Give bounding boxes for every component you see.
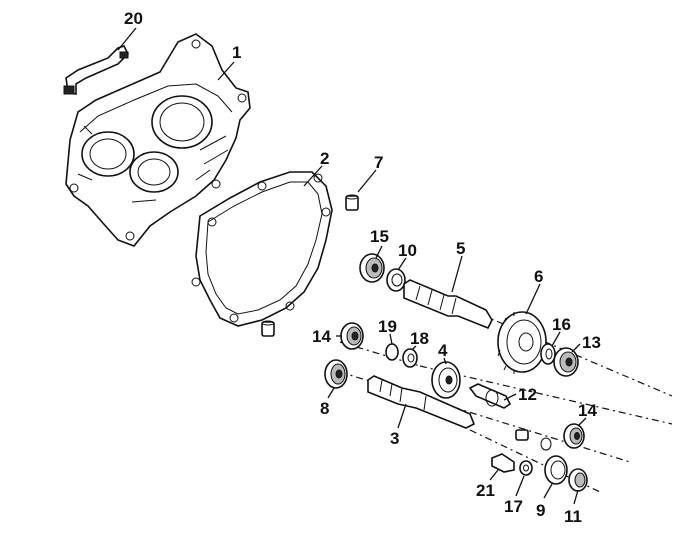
circlip-20 xyxy=(385,343,399,361)
callout-11: 11 xyxy=(564,507,582,526)
callout-21: 21 xyxy=(476,481,495,500)
callout-15: 15 xyxy=(370,227,389,246)
bearing-15 xyxy=(359,253,385,283)
callout-7: 7 xyxy=(374,153,383,172)
callout-8: 8 xyxy=(320,399,329,418)
plug-small xyxy=(515,429,552,451)
transmission-housing xyxy=(65,33,251,247)
callout-3: 3 xyxy=(390,429,399,448)
callout-20: 19 xyxy=(378,317,397,336)
dowel-pin-lower xyxy=(261,320,275,337)
bearing-8 xyxy=(324,359,348,389)
pinion-12 xyxy=(468,383,512,409)
bolt-21 xyxy=(491,453,515,473)
callout-1: 1 xyxy=(232,43,241,62)
callout-13: 13 xyxy=(582,333,601,352)
callout-6: 6 xyxy=(534,267,543,286)
callout-14-right: 14 xyxy=(578,401,597,420)
large-gear xyxy=(497,311,547,374)
breather-hose xyxy=(63,45,129,96)
callout-2: 2 xyxy=(320,149,329,168)
callout-19: 18 xyxy=(410,329,429,348)
bearing-11 xyxy=(568,468,588,492)
callout-12: 12 xyxy=(518,385,537,404)
washer-17 xyxy=(540,343,556,365)
leader-lines xyxy=(117,27,587,505)
bearing-14-right xyxy=(563,423,585,449)
callout-9: 9 xyxy=(536,501,545,520)
callout-16: 20 xyxy=(124,9,143,28)
gear-9 xyxy=(544,455,568,485)
callout-10: 10 xyxy=(398,241,417,260)
callout-14-left: 14 xyxy=(312,327,331,346)
middle-shaft-axis-right xyxy=(419,365,673,425)
bearing-14-left xyxy=(340,322,364,350)
callout-5: 5 xyxy=(456,239,465,258)
input-shaft xyxy=(367,375,476,429)
callout-4: 4 xyxy=(438,341,448,360)
gear-4 xyxy=(431,361,461,399)
callout-18: 17 xyxy=(504,497,523,516)
dowel-pin-upper xyxy=(345,194,359,211)
washer-18 xyxy=(519,460,533,476)
output-shaft xyxy=(403,279,493,330)
bearing-13 xyxy=(553,347,579,377)
seal-10 xyxy=(386,268,406,292)
housing-gasket xyxy=(191,171,333,327)
callout-17: 16 xyxy=(552,315,571,334)
washer-19 xyxy=(402,348,418,368)
